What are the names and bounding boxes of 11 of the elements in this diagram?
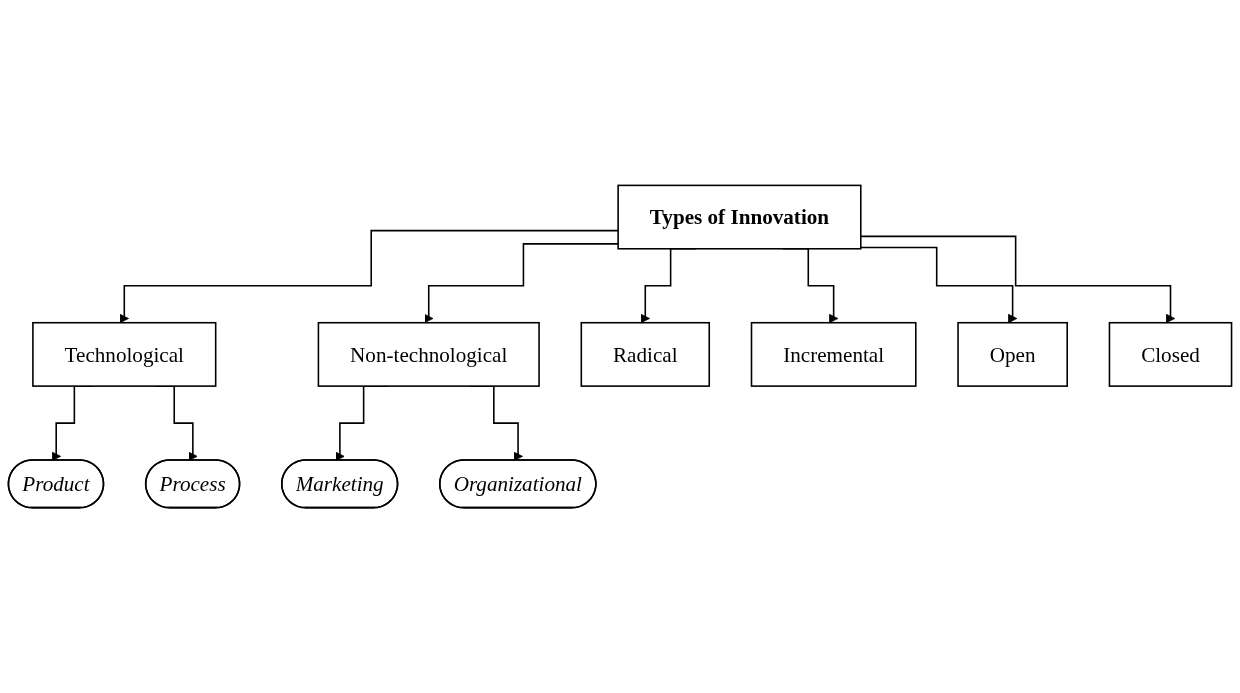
node-box: Types of Innovation: [617, 184, 862, 250]
arrow: [424, 243, 619, 324]
arrow: [860, 246, 1018, 324]
arrow: [119, 229, 619, 324]
node-box: Closed: [1108, 321, 1233, 387]
node-box: Incremental: [750, 321, 917, 387]
node-box: Open: [957, 321, 1068, 387]
arrow: [860, 235, 1176, 324]
node-box: Radical: [580, 321, 711, 387]
node-box: Non-technological: [317, 321, 540, 387]
node-box: Technological: [32, 321, 217, 387]
